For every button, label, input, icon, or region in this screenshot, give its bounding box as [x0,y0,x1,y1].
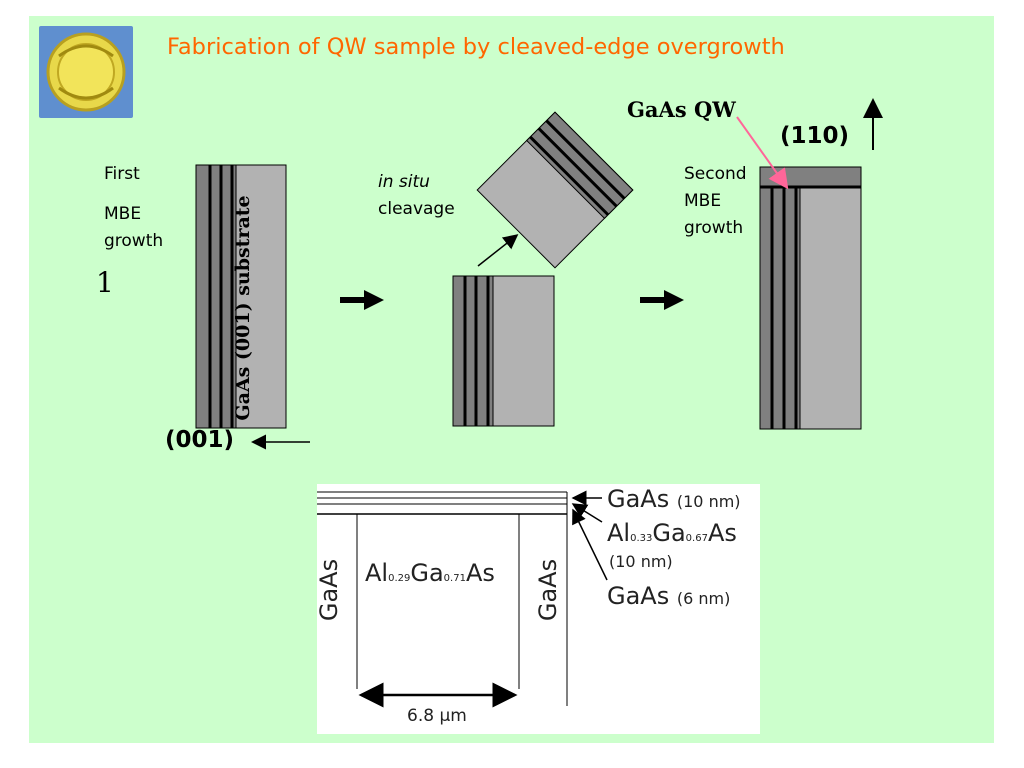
step1-wafer [195,164,287,429]
detail-width-label: 6.8 μm [407,706,467,726]
detail-right-gaas: GaAs [534,558,563,622]
cleavage-arrow [477,234,519,267]
step1-label-growth: growth [104,231,164,251]
step1-label-mbe: MBE [104,204,142,224]
step2-lower-block [452,275,555,427]
issp-logo-icon [46,32,126,112]
detail-layer1: GaAs (10 nm) [607,485,741,513]
process-arrow-2 [640,290,684,310]
issp-logo [39,26,133,118]
step1-number: 1 [96,266,114,299]
slide-title: Fabrication of QW sample by cleaved-edge… [167,34,785,60]
step2-cleaved-piece [476,111,634,269]
step3-wafer [759,166,862,430]
layer-detail-panel: GaAs Al0.29Ga0.71As GaAs GaAs (10 nm) Al… [315,484,760,734]
process-arrow-1 [340,290,384,310]
step3-label-second: Second [684,164,747,184]
step2-label-insitu: in situ [378,172,430,192]
detail-layer2: Al0.33Ga0.67As [607,519,737,547]
step1-label-first: First [104,164,140,184]
detail-layer2-thickness: (10 nm) [609,552,673,571]
direction-110-label: (110) [780,123,850,149]
detail-center-label: Al0.29Ga0.71As [365,559,495,587]
substrate-label: GaAs (001) substrate [232,195,254,421]
step2-label-cleavage: cleavage [378,199,455,219]
layer-detail-drawing [317,490,608,708]
detail-left-gaas: GaAs [315,558,344,622]
direction-001-label: (001) [165,427,235,453]
gaas-qw-label: GaAs QW [627,97,736,122]
step3-label-mbe: MBE [684,191,722,211]
step3-label-growth: growth [684,218,744,238]
detail-layer3: GaAs (6 nm) [607,582,731,610]
qw-pointer-arrow [736,116,789,190]
